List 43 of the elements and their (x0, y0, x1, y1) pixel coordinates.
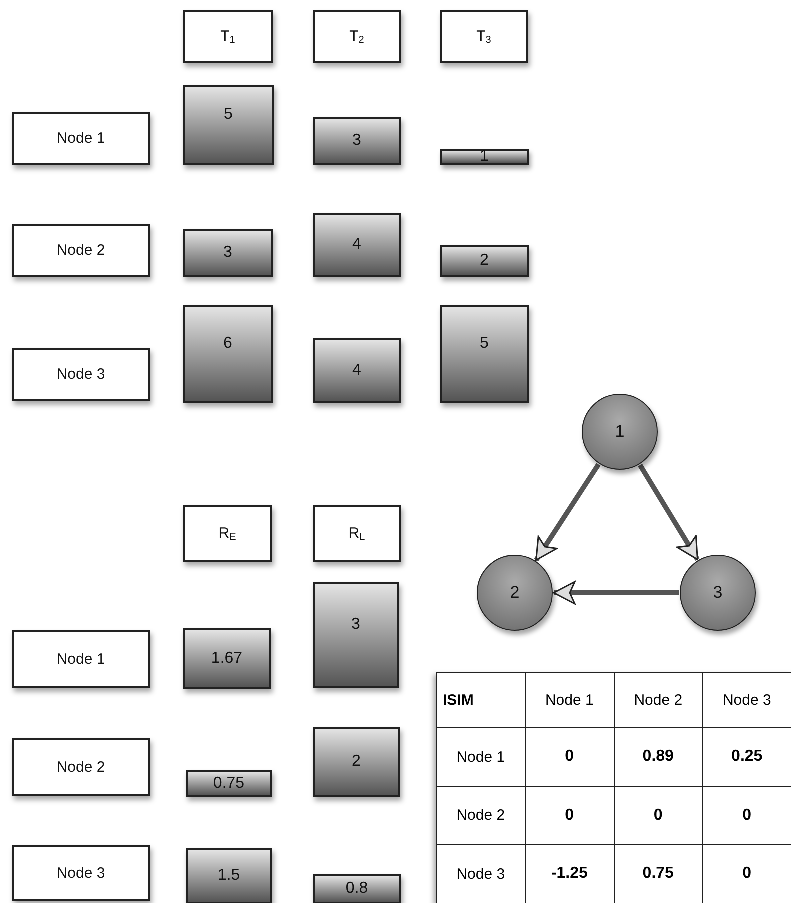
header-box: T$_{3}$ (440, 10, 528, 63)
arrow (553, 581, 679, 605)
node-label-box: Node 1 (12, 630, 150, 688)
graph-node-circle: 2 (477, 555, 553, 631)
value-bar: 1.67 (183, 628, 271, 689)
value-cell: 0 (614, 786, 703, 845)
value-cell: 0 (525, 786, 614, 845)
row-header-cell: Node 3 (436, 844, 526, 903)
header-box: R$_{E}$ (183, 505, 272, 562)
row-header-cell: Node 2 (436, 786, 526, 845)
value-bar: 4 (313, 213, 401, 277)
value-bar: 3 (313, 582, 399, 688)
graph-node-circle: 1 (582, 394, 658, 470)
row-header-cell: Node 1 (436, 728, 526, 786)
column-header-cell: Node 1 (525, 672, 614, 728)
value-bar: 0.75 (186, 770, 272, 797)
graph-node-circle: 3 (680, 555, 756, 631)
value-bar: 2 (440, 245, 529, 277)
column-header-cell: Node 3 (702, 672, 791, 728)
value-cell: 0 (525, 728, 614, 786)
value-bar: 1.5 (186, 848, 272, 903)
column-header-cell: Node 2 (614, 672, 703, 728)
table-corner-cell: ISIM (436, 672, 526, 728)
node-label-box: Node 3 (12, 348, 150, 401)
node-label-box: Node 3 (12, 845, 150, 901)
header-box: T$_{2}$ (313, 10, 401, 63)
value-bar: 5 (440, 305, 529, 403)
value-bar: 4 (313, 338, 401, 403)
value-bar: 6 (183, 305, 273, 403)
value-cell: 0.89 (614, 728, 703, 786)
value-bar: 3 (183, 229, 273, 277)
node-label-box: Node 2 (12, 738, 150, 796)
header-box: T$_{1}$ (183, 10, 273, 63)
value-bar: 5 (183, 85, 274, 165)
arrow (638, 464, 700, 561)
header-box: R$_{L}$ (313, 505, 401, 562)
value-bar: 0.8 (313, 874, 401, 903)
node-label-box: Node 2 (12, 224, 150, 277)
value-bar: 1 (440, 149, 529, 165)
node-label-box: Node 1 (12, 112, 150, 165)
arrow (534, 463, 601, 562)
value-bar: 2 (313, 727, 400, 797)
value-bar: 3 (313, 117, 401, 165)
